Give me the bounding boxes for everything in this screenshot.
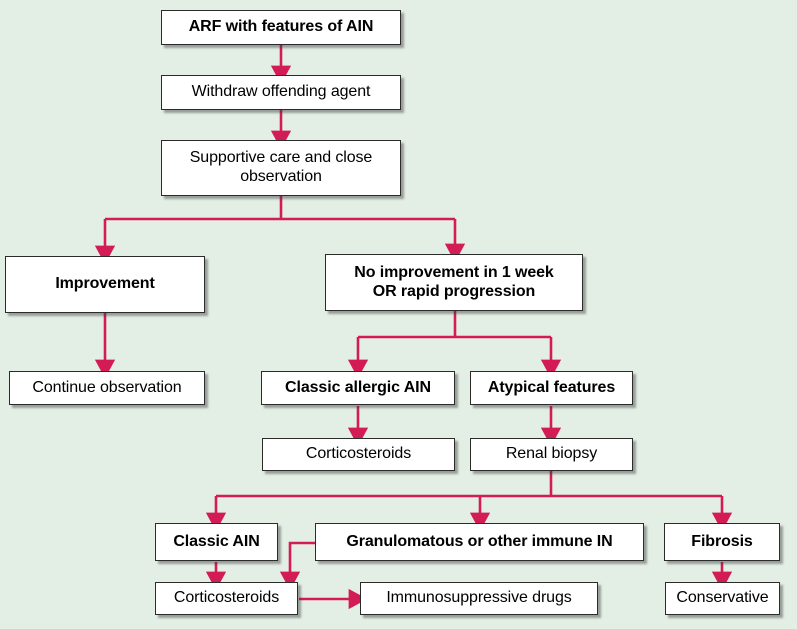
node-no-improvement[interactable]: No improvement in 1 week OR rapid progre…: [325, 254, 583, 311]
node-label-line-1: Supportive care and close: [189, 149, 373, 167]
node-label: Withdraw offending agent: [191, 83, 371, 101]
node-label: Supportive care and close observation: [168, 149, 394, 187]
node-improvement[interactable]: Improvement: [5, 256, 205, 313]
node-fibrosis[interactable]: Fibrosis: [664, 523, 780, 561]
node-label: Classic allergic AIN: [285, 378, 431, 396]
node-label: Renal biopsy: [505, 445, 598, 463]
node-label: Classic AIN: [173, 532, 260, 550]
node-label: Conservative: [676, 589, 769, 607]
node-label: Atypical features: [487, 378, 616, 396]
node-renal-biopsy[interactable]: Renal biopsy: [470, 438, 633, 471]
node-label: Immunosuppressive drugs: [386, 589, 572, 607]
node-corticosteroids-bottom[interactable]: Corticosteroids: [155, 582, 298, 615]
node-label: No improvement in 1 week OR rapid progre…: [332, 264, 576, 302]
node-label: Improvement: [55, 275, 155, 293]
node-label: Granulomatous or other immune IN: [346, 532, 613, 550]
node-label-line-2: observation: [240, 168, 322, 185]
node-label: Corticosteroids: [305, 445, 412, 463]
node-withdraw-offending-agent[interactable]: Withdraw offending agent: [161, 75, 401, 110]
edge-bus-group: [105, 196, 722, 498]
node-label: Continue observation: [32, 378, 182, 396]
node-atypical-features[interactable]: Atypical features: [470, 371, 633, 405]
node-label: Fibrosis: [691, 532, 753, 550]
node-supportive-care[interactable]: Supportive care and close observation: [161, 140, 401, 196]
node-label-line-1: No improvement in 1 week: [354, 263, 554, 281]
node-label-line-2: OR rapid progression: [372, 282, 536, 300]
node-conservative[interactable]: Conservative: [665, 582, 780, 615]
node-continue-observation[interactable]: Continue observation: [9, 371, 205, 405]
node-classic-allergic-ain[interactable]: Classic allergic AIN: [261, 371, 455, 405]
node-classic-ain[interactable]: Classic AIN: [155, 523, 278, 561]
node-granulomatous-or-other-immune-in[interactable]: Granulomatous or other immune IN: [315, 523, 644, 561]
node-label: Corticosteroids: [173, 589, 280, 607]
node-immunosuppressive-drugs[interactable]: Immunosuppressive drugs: [360, 582, 598, 615]
node-corticosteroids-middle[interactable]: Corticosteroids: [262, 438, 455, 471]
edge-granulomatous-to-corticosteroids: [279, 541, 315, 591]
node-label: ARF with features of AIN: [188, 18, 374, 36]
edge-group: [94, 45, 733, 610]
node-arf-with-features-of-ain[interactable]: ARF with features of AIN: [161, 10, 401, 45]
